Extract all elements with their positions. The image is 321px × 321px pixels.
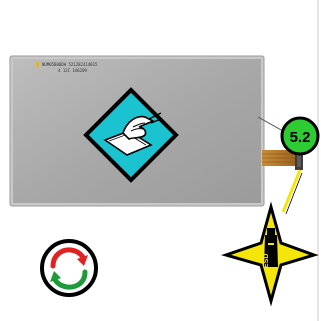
callout-badge: 5.2	[280, 116, 320, 156]
esd-hand-star-icon	[264, 228, 278, 267]
callout-text: 5.2	[290, 129, 311, 146]
esd-label: ESD	[263, 254, 270, 268]
callout-leader-line	[257, 116, 284, 132]
recycle-symbol	[40, 239, 98, 297]
label-line-1: NUM05B00DH 521282414015	[42, 62, 98, 67]
callout-circle	[280, 116, 320, 156]
label-line-2: 4 12C 1A6209	[58, 68, 87, 73]
hand-holding-document-icon	[103, 112, 162, 156]
center-warning	[83, 87, 179, 183]
refresh-arrows-icon	[50, 247, 88, 290]
flex-cable	[262, 146, 303, 170]
esd-pointer-line	[281, 169, 302, 213]
esd-warning: ESD	[220, 169, 319, 307]
label-marker	[36, 62, 39, 67]
